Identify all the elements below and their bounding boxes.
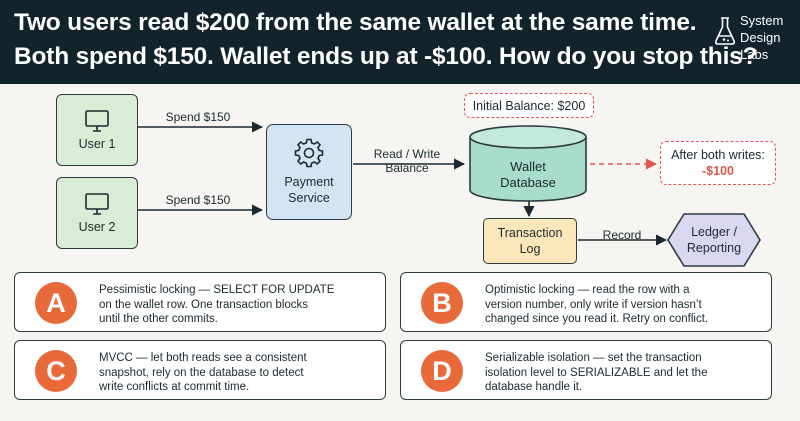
option-line: Pessimistic locking — SELECT FOR UPDATE bbox=[99, 284, 335, 296]
spend-label-1: Spend $150 bbox=[165, 110, 231, 124]
monitor-icon bbox=[85, 192, 109, 215]
brand-logo: System Design Labs bbox=[714, 12, 796, 76]
option-card-a[interactable]: A Pessimistic locking — SELECT FOR UPDAT… bbox=[14, 272, 386, 332]
option-badge: D bbox=[421, 350, 463, 392]
record-label: Record bbox=[602, 228, 642, 242]
option-line: changed since you read it. Retry on conf… bbox=[485, 313, 709, 325]
option-line: snapshot, rely on the database to detect bbox=[99, 366, 304, 379]
user-2-label: User 2 bbox=[78, 219, 116, 234]
title-line-1: Two users read $200 from the same wallet… bbox=[14, 9, 697, 36]
option-text: Pessimistic locking — SELECT FOR UPDATE … bbox=[99, 283, 377, 327]
page-title: Two users read $200 from the same wallet… bbox=[14, 6, 758, 74]
header-bar: Two users read $200 from the same wallet… bbox=[0, 0, 800, 84]
option-line: write conflicts at commit time. bbox=[99, 381, 250, 393]
transaction-log-line-1: Transaction bbox=[497, 226, 563, 240]
brand-name: System Design Labs bbox=[740, 12, 783, 63]
read-write-label: Read / Write Balance bbox=[364, 147, 450, 175]
spend-label-2: Spend $150 bbox=[165, 193, 231, 207]
ledger-line-2: Reporting bbox=[686, 241, 742, 255]
payment-service-label-2: Service bbox=[288, 191, 330, 205]
brand-word-3: Labs bbox=[740, 47, 769, 62]
option-card-d[interactable]: D Serializable isolation — set the trans… bbox=[400, 340, 772, 400]
option-text: Serializable isolation — set the transac… bbox=[485, 351, 763, 395]
option-line: MVCC — let both reads see a consistent bbox=[99, 352, 307, 364]
diagram-canvas bbox=[138, 121, 761, 267]
read-write-line-2: Balance bbox=[385, 161, 429, 175]
ledger-hexagon bbox=[667, 213, 761, 267]
option-card-b[interactable]: B Optimistic locking — read the row with… bbox=[400, 272, 772, 332]
option-line: on the wallet row. One transaction block… bbox=[99, 298, 309, 311]
option-badge: A bbox=[35, 282, 77, 324]
user-1-label: User 1 bbox=[78, 136, 116, 151]
transaction-log-line-2: Log bbox=[519, 242, 541, 256]
title-line-2: Both spend $150. Wallet ends up at -$100… bbox=[14, 43, 758, 70]
after-writes-value: -$100 bbox=[702, 164, 734, 178]
payment-service-node: Payment Service bbox=[266, 124, 352, 220]
monitor-icon bbox=[85, 109, 109, 132]
read-write-line-1: Read / Write bbox=[373, 147, 441, 161]
option-line: version number, only write if version ha… bbox=[485, 298, 702, 311]
user-2-node: User 2 bbox=[56, 177, 138, 249]
option-badge: C bbox=[35, 350, 77, 392]
brand-word-2: Design bbox=[740, 30, 781, 45]
option-line: database handle it. bbox=[485, 381, 583, 393]
brand-word-1: System bbox=[740, 13, 784, 28]
wallet-database-line-2: Database bbox=[500, 175, 556, 190]
after-writes-note: After both writes: -$100 bbox=[660, 141, 776, 185]
flask-icon bbox=[714, 17, 736, 45]
wallet-database-line-1: Wallet bbox=[510, 159, 546, 174]
option-text: MVCC — let both reads see a consistent s… bbox=[99, 351, 377, 395]
option-line: until the other commits. bbox=[99, 313, 218, 325]
ledger-reporting-node: Ledger / Reporting bbox=[668, 214, 760, 266]
gear-icon bbox=[294, 138, 324, 168]
initial-balance-note: Initial Balance: $200 bbox=[464, 93, 594, 118]
wallet-database-label: Wallet Database bbox=[470, 159, 586, 191]
user-1-node: User 1 bbox=[56, 94, 138, 166]
option-badge: B bbox=[421, 282, 463, 324]
payment-service-label-1: Payment bbox=[284, 175, 334, 189]
option-line: isolation level to SERIALIZABLE and let … bbox=[485, 366, 708, 379]
option-card-c[interactable]: C MVCC — let both reads see a consistent… bbox=[14, 340, 386, 400]
ledger-line-1: Ledger / bbox=[691, 225, 737, 239]
transaction-log-node: Transaction Log bbox=[483, 218, 577, 264]
after-writes-label: After both writes: bbox=[671, 148, 765, 162]
option-line: Optimistic locking — read the row with a bbox=[485, 284, 690, 296]
option-line: Serializable isolation — set the transac… bbox=[485, 352, 702, 364]
option-text: Optimistic locking — read the row with a… bbox=[485, 283, 763, 327]
wallet-database-cylinder bbox=[469, 125, 587, 202]
